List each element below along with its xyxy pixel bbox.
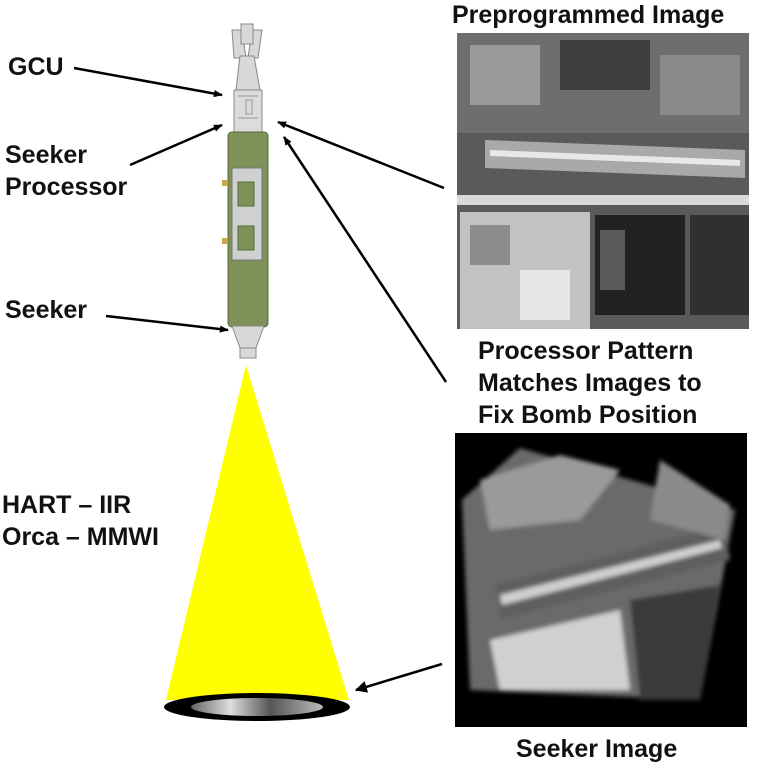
seeker-section xyxy=(231,325,265,349)
arrow-processor-to-bomb xyxy=(282,136,448,383)
label-processor-2: Matches Images to xyxy=(478,369,702,397)
label-orca: Orca – MMWI xyxy=(2,523,159,551)
arrow-preprogrammed-to-bomb xyxy=(277,120,445,190)
label-processor-3: Fix Bomb Position xyxy=(478,401,698,429)
label-hart: HART – IIR xyxy=(2,491,132,519)
arrow-gcu xyxy=(73,66,223,98)
arrows xyxy=(73,66,448,693)
seeker-beam xyxy=(164,365,350,721)
label-gcu: GCU xyxy=(8,53,64,81)
preprogrammed-image xyxy=(457,33,749,329)
arrow-seeker-processor xyxy=(129,123,223,167)
label-processor-1: Processor Pattern xyxy=(478,337,694,365)
label-seeker: Seeker xyxy=(5,296,88,324)
label-preprogrammed-image: Preprogrammed Image xyxy=(452,1,725,29)
seeker-image xyxy=(455,433,747,727)
arrow-seeker-image-to-footprint xyxy=(354,662,443,693)
gcu-section xyxy=(233,89,263,133)
bomb-illustration xyxy=(222,23,269,359)
arrow-seeker xyxy=(105,314,229,333)
label-seeker-processor-1: Seeker xyxy=(5,141,88,169)
label-seeker-processor-2: Processor xyxy=(5,173,128,201)
label-seeker-image: Seeker Image xyxy=(516,735,678,763)
